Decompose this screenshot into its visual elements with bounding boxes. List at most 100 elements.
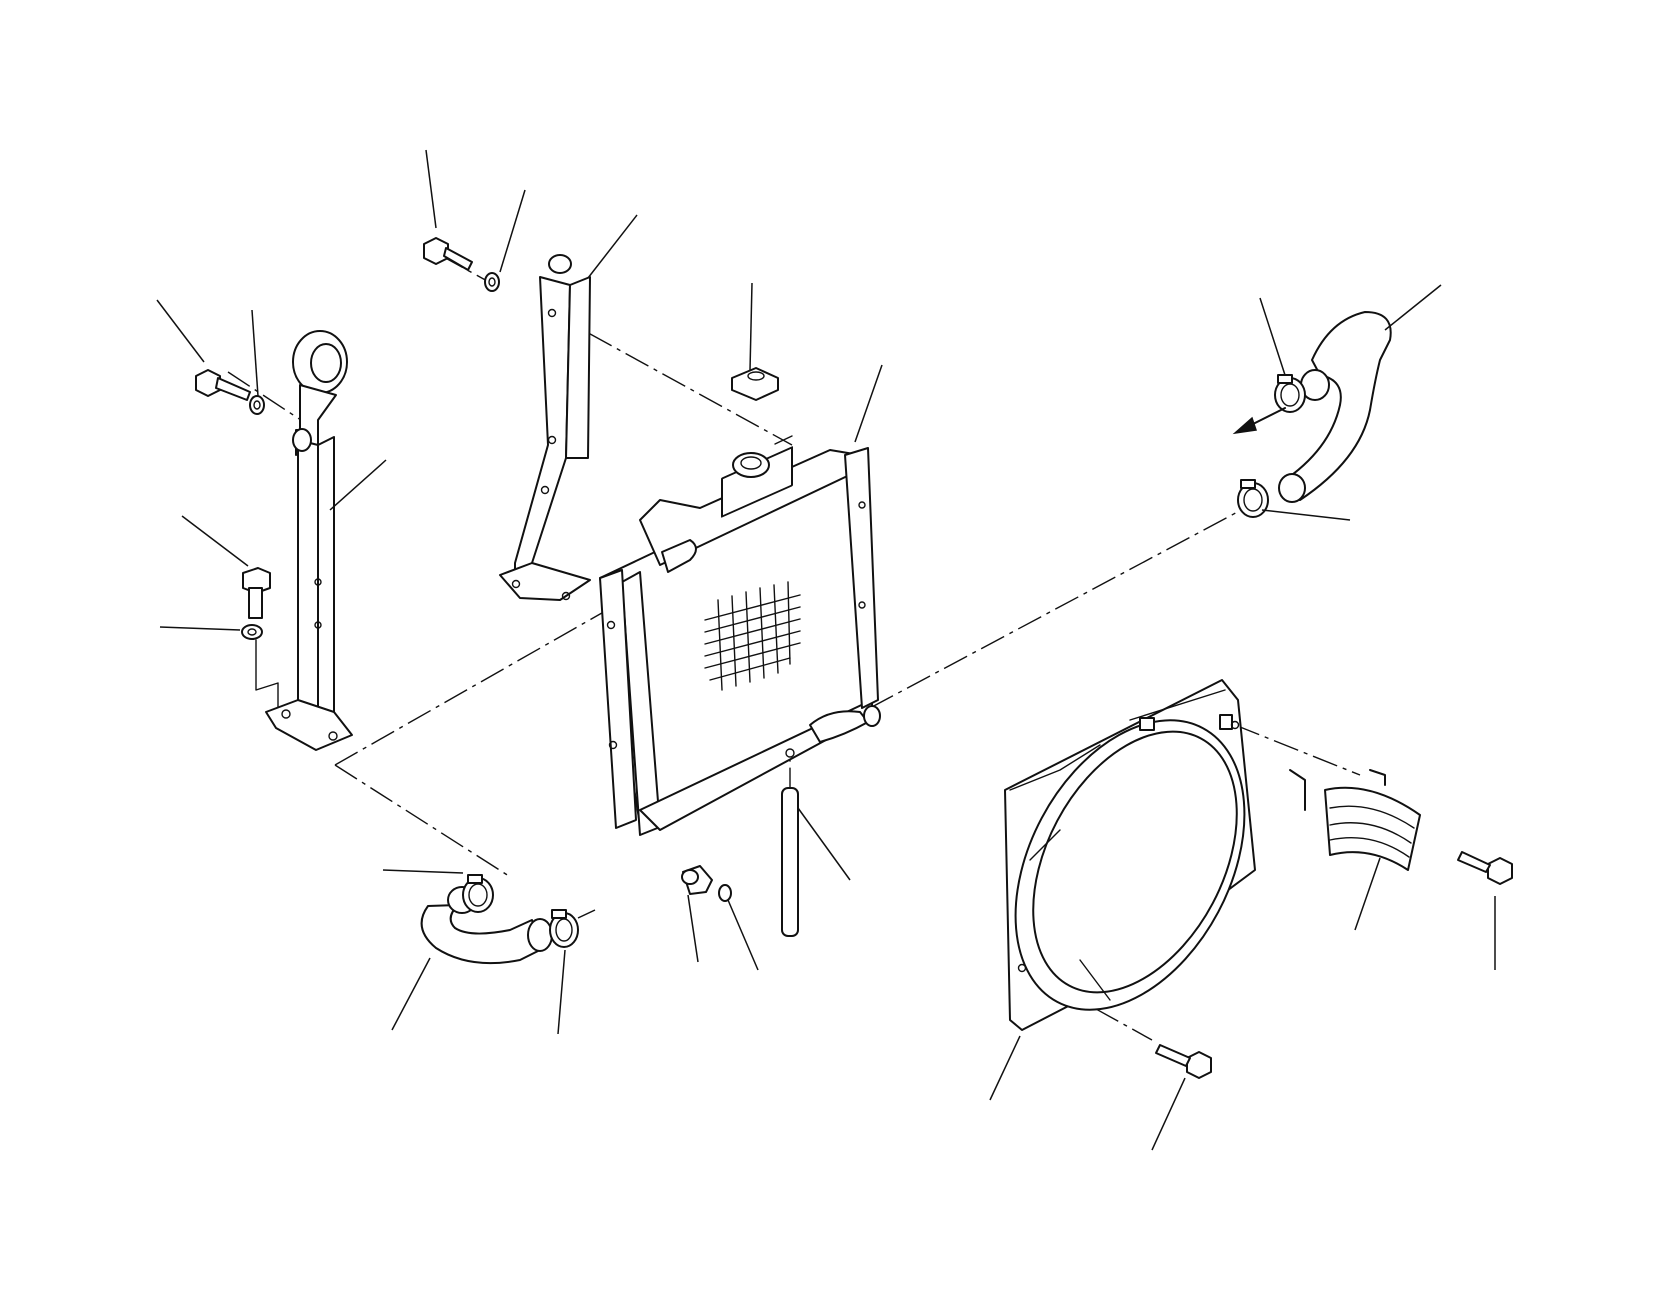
frame-hole xyxy=(858,501,866,509)
plug-head xyxy=(681,869,699,885)
bolts xyxy=(195,237,1513,1079)
filler-neck xyxy=(732,452,770,478)
bracket-foot xyxy=(265,699,353,751)
shroud-fold xyxy=(1029,829,1061,861)
upper-hose xyxy=(1278,311,1392,503)
shroud-ring-inner xyxy=(1032,730,1238,994)
clamp-icon xyxy=(1237,479,1269,518)
frame-hole xyxy=(606,620,616,630)
plug-washer xyxy=(718,884,732,902)
leader-line xyxy=(181,515,249,567)
bracket-post-front xyxy=(297,439,319,719)
upper-hose-body xyxy=(1281,311,1392,501)
leader-line xyxy=(382,869,464,874)
radiator-core-grid xyxy=(704,581,801,691)
guard-rib xyxy=(1329,805,1415,829)
cap-top xyxy=(747,371,765,381)
shroud-hole xyxy=(1017,963,1027,973)
lower-hose-body xyxy=(420,904,541,965)
washer-icon xyxy=(249,395,265,415)
foot-hole xyxy=(328,731,338,741)
drain-boss xyxy=(785,748,795,758)
drain-tube xyxy=(781,787,799,937)
hose-clamps xyxy=(462,374,1306,948)
stay-foot-hole xyxy=(511,579,521,589)
leader-line xyxy=(727,899,759,971)
shroud-tab xyxy=(1139,717,1155,731)
leader-line xyxy=(391,957,431,1031)
leader-line xyxy=(425,149,437,229)
shroud-edge xyxy=(1129,689,1226,721)
stay-foot xyxy=(499,562,591,601)
shroud-hole xyxy=(1230,720,1240,730)
cap-body xyxy=(731,367,779,401)
leader-line xyxy=(1354,857,1381,931)
lifting-bracket-left xyxy=(265,330,353,751)
bolt-icon xyxy=(423,237,473,271)
washer-icon xyxy=(484,272,500,292)
post-hole xyxy=(314,621,322,629)
leader-line xyxy=(156,299,205,363)
stay-channel-side xyxy=(565,276,591,459)
clamp-icon xyxy=(549,909,579,948)
upper-hose-bottom-end xyxy=(1278,473,1306,503)
direction-arrow-icon xyxy=(1232,407,1286,435)
eye-ring-outer xyxy=(292,330,348,394)
guard-bracket xyxy=(1369,769,1386,786)
shroud-edge xyxy=(1009,744,1101,791)
clamp-icon xyxy=(462,874,494,913)
stay-foot-hole xyxy=(561,591,571,601)
fan-shroud xyxy=(1004,679,1256,1031)
assembly-line-stay-to-radiator xyxy=(551,312,793,446)
guard-rib xyxy=(1329,822,1412,844)
washer-icon xyxy=(241,624,263,640)
frame-hole xyxy=(858,601,866,609)
leader-line xyxy=(1384,284,1442,331)
stay-hole xyxy=(540,485,550,495)
support-stay-center xyxy=(499,254,591,601)
bolt-icon xyxy=(195,369,251,401)
assembly-line-bolt-left xyxy=(255,639,279,709)
leader-line xyxy=(587,214,638,279)
drain-tube-body xyxy=(781,787,799,937)
guard-rib xyxy=(1329,837,1410,858)
stay-hole xyxy=(547,308,557,318)
guard-bracket xyxy=(1289,769,1306,811)
outlet-pipe-end xyxy=(863,705,881,727)
shroud-fold xyxy=(1079,959,1111,1001)
overflow-pipe xyxy=(774,435,793,445)
assembly-line-lower-left xyxy=(334,572,673,766)
radiator xyxy=(599,435,881,836)
assembly-line-to-upper-hose xyxy=(869,507,1246,709)
shroud-guard xyxy=(1289,769,1421,871)
bolt-icon xyxy=(1457,851,1513,885)
lower-hose-right-end xyxy=(527,918,553,952)
leader-line xyxy=(251,309,259,397)
post-hole xyxy=(314,578,322,586)
stay-top-bushing xyxy=(548,254,572,274)
frame-hole xyxy=(608,740,618,750)
leader-line xyxy=(749,282,753,371)
washers xyxy=(241,272,500,640)
bolt-icon xyxy=(242,567,271,619)
drain-plug xyxy=(681,865,732,902)
leader-line xyxy=(797,807,851,881)
leader-line xyxy=(989,1035,1021,1101)
stay-channel-front xyxy=(514,276,571,591)
radiator-right-frame xyxy=(844,447,879,709)
assembly-line-to-lower-hose xyxy=(334,764,513,879)
upper-inlet-pipe xyxy=(661,539,697,573)
stay-hole xyxy=(547,435,557,445)
leader-lines xyxy=(156,149,1496,1151)
leader-line xyxy=(557,949,566,1035)
shroud-tab xyxy=(1219,714,1233,730)
shroud-ring-outer xyxy=(1014,719,1246,1011)
leader-line xyxy=(499,189,526,273)
leader-line xyxy=(1259,297,1286,376)
leader-line xyxy=(577,909,596,919)
leader-line xyxy=(687,894,699,963)
clamp-icon xyxy=(1274,374,1306,413)
leader-line xyxy=(159,626,241,631)
